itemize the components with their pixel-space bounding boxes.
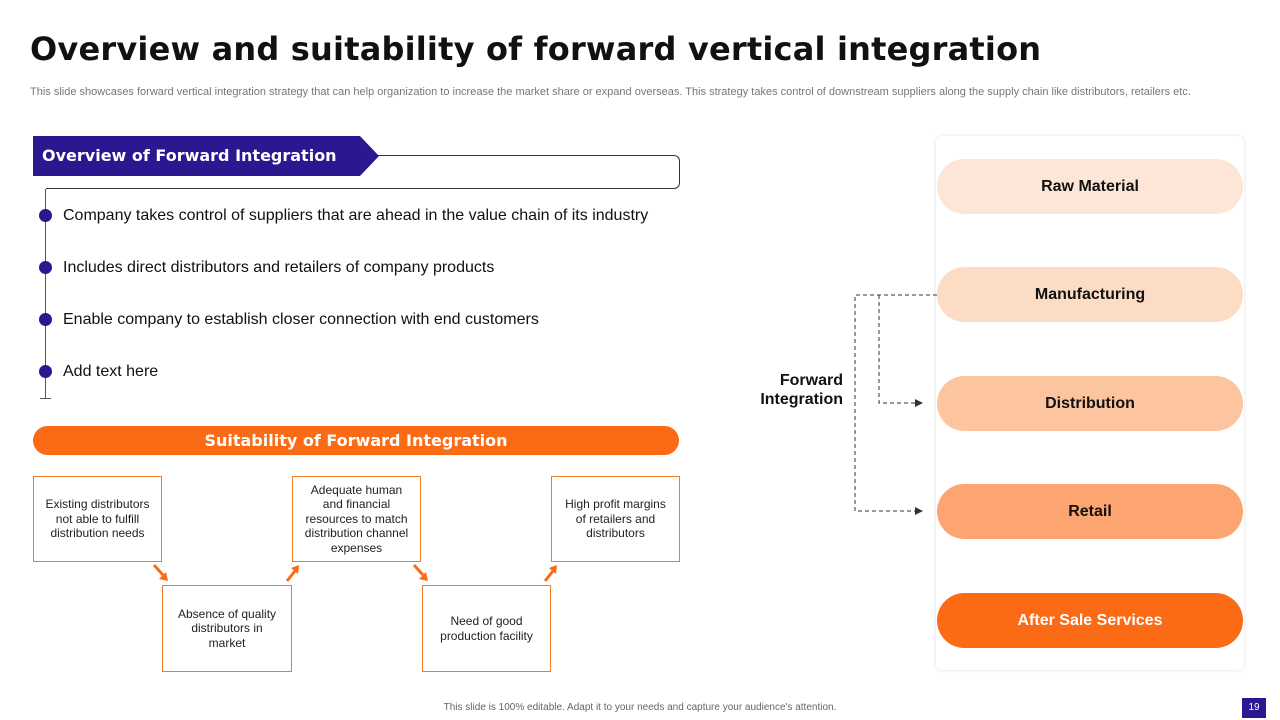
bullet-dot (39, 365, 52, 378)
overview-bullet: Company takes control of suppliers that … (63, 207, 649, 224)
overview-bullet: Includes direct distributors and retaile… (63, 259, 495, 276)
overview-heading: Overview of Forward Integration (33, 136, 379, 176)
timeline-line (45, 189, 46, 399)
suitability-box: High profit margins of retailers and dis… (551, 476, 680, 562)
page-number: 19 (1242, 698, 1266, 718)
suitability-heading: Suitability of Forward Integration (33, 426, 679, 455)
page-title: Overview and suitability of forward vert… (30, 30, 1042, 68)
suitability-box: Existing distributors not able to fulfil… (33, 476, 162, 562)
arrow-up-right-icon (285, 565, 299, 582)
suitability-box: Absence of quality distributors in marke… (162, 585, 292, 672)
timeline-end-tick (40, 398, 51, 399)
suitability-box: Need of good production facility (422, 585, 551, 672)
bullet-dot (39, 313, 52, 326)
suitability-box: Adequate human and financial resources t… (292, 476, 421, 562)
overview-bullet: Enable company to establish closer conne… (63, 311, 539, 328)
chain-stage-raw-material: Raw Material (937, 159, 1243, 214)
forward-integration-label: Forward Integration (760, 372, 843, 408)
overview-bullet: Add text here (63, 363, 159, 380)
footer-note: This slide is 100% editable. Adapt it to… (443, 702, 837, 713)
chain-stage-manufacturing: Manufacturing (937, 267, 1243, 322)
chain-stage-after-sale-services: After Sale Services (937, 593, 1243, 648)
chain-stage-retail: Retail (937, 484, 1243, 539)
chain-stage-distribution: Distribution (937, 376, 1243, 431)
arrow-down-right-icon (412, 563, 428, 581)
arrow-down-right-icon (152, 563, 168, 581)
page-subtitle: This slide showcases forward vertical in… (30, 86, 1191, 98)
bullet-dot (39, 261, 52, 274)
arrow-up-right-icon (543, 565, 557, 582)
bullet-dot (39, 209, 52, 222)
